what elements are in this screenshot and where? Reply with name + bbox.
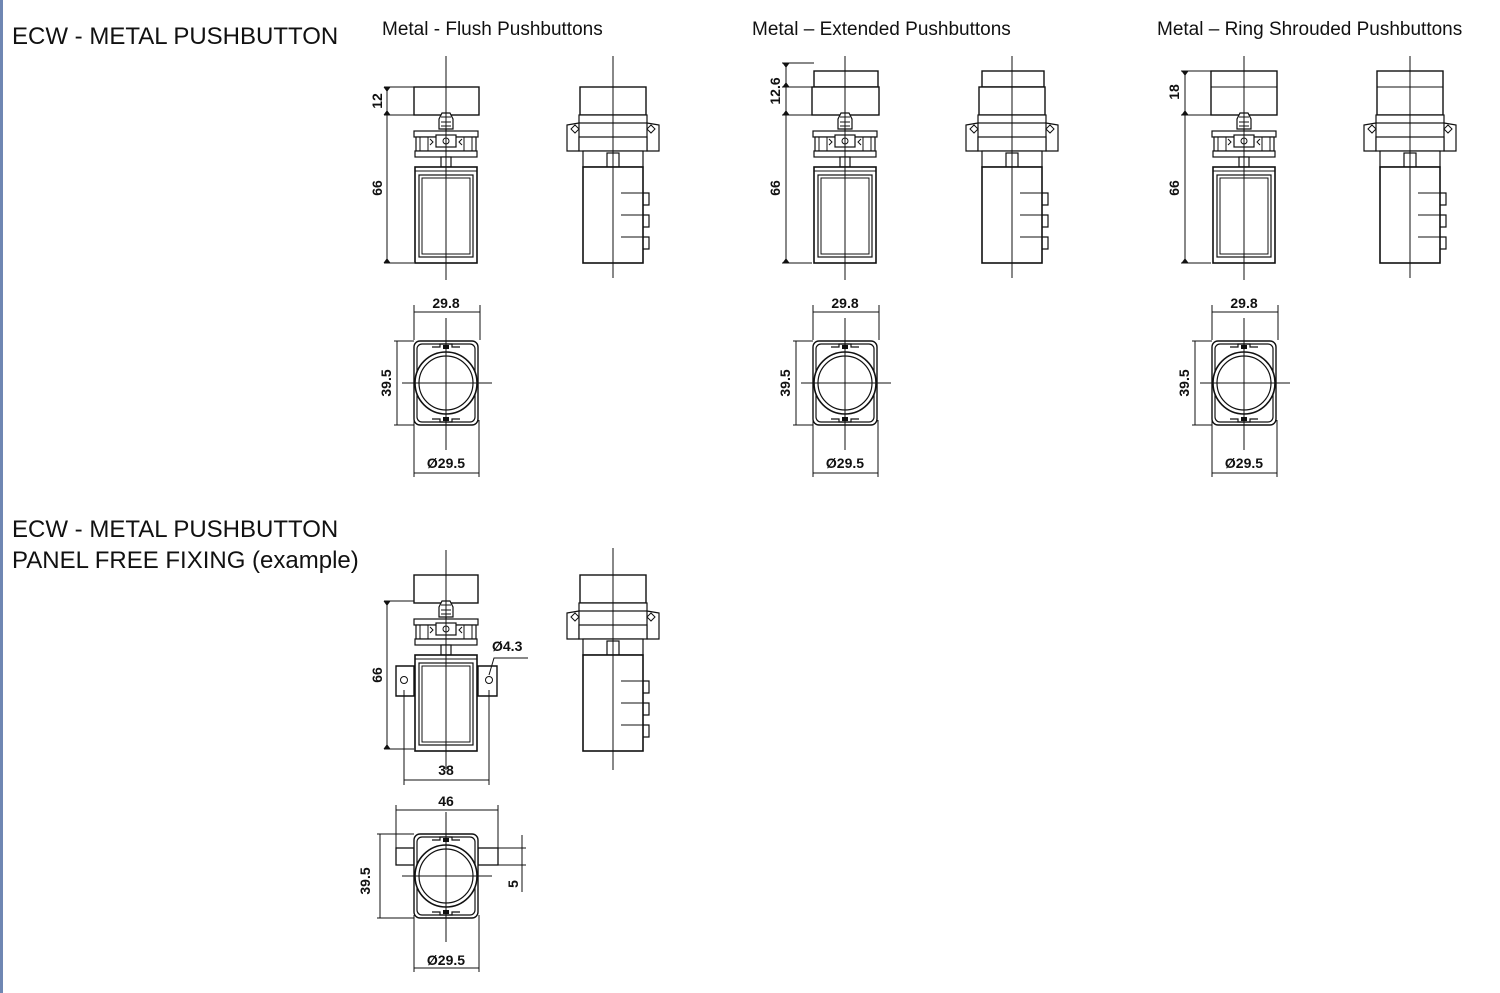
ring-shrouded-body-height-label: 66 bbox=[1166, 180, 1182, 196]
section-title-line-1: ECW - METAL PUSHBUTTON bbox=[12, 516, 339, 543]
ring-shrouded-front-view bbox=[1210, 56, 1278, 280]
panel-hole-diameter-label: Ø4.3 bbox=[492, 638, 523, 654]
flush-height-label: 39.5 bbox=[378, 369, 394, 396]
ring-shrouded-top-height-label: 18 bbox=[1166, 84, 1182, 100]
extended-front-view bbox=[811, 56, 880, 280]
panel-overall-width-label: 46 bbox=[438, 793, 454, 809]
extended-width-label: 29.8 bbox=[831, 295, 858, 311]
section-title-metal-pushbutton: ECW - METAL PUSHBUTTON bbox=[12, 23, 339, 50]
flush-diameter-label: Ø29.5 bbox=[427, 455, 465, 471]
ring-shrouded-top-view bbox=[1192, 305, 1290, 477]
flush-front-view bbox=[413, 56, 480, 280]
ring-shrouded-height-label: 39.5 bbox=[1176, 369, 1192, 396]
flush-top-view bbox=[394, 305, 492, 477]
ring-shrouded-width-label: 29.8 bbox=[1230, 295, 1257, 311]
panel-tab-label: 5 bbox=[505, 880, 521, 888]
panel-height-label: 39.5 bbox=[357, 867, 373, 894]
ring-shrouded-diameter-label: Ø29.5 bbox=[1225, 455, 1263, 471]
panel-body-height-label: 66 bbox=[369, 667, 385, 683]
panel-diameter-label: Ø29.5 bbox=[427, 952, 465, 968]
flush-body-height-label: 66 bbox=[369, 180, 385, 196]
left-margin-rule bbox=[0, 0, 3, 993]
panel-bracket-width-label: 38 bbox=[438, 762, 454, 778]
flush-dimension-lines bbox=[383, 86, 414, 264]
extended-body-height-label: 66 bbox=[767, 180, 783, 196]
extended-diameter-label: Ø29.5 bbox=[826, 455, 864, 471]
panel-dimension-lines bbox=[383, 600, 528, 785]
ring-shrouded-dimension-lines bbox=[1181, 70, 1211, 264]
extended-top-height-label: 12.6 bbox=[767, 77, 783, 104]
column-title-ring-shrouded: Metal – Ring Shrouded Pushbuttons bbox=[1157, 19, 1463, 40]
flush-width-label: 29.8 bbox=[432, 295, 459, 311]
ring-shrouded-side-view bbox=[1363, 56, 1457, 278]
extended-side-view bbox=[965, 56, 1059, 278]
flush-top-height-label: 12 bbox=[369, 93, 385, 109]
extended-height-label: 39.5 bbox=[777, 369, 793, 396]
extended-dimension-lines bbox=[782, 62, 814, 264]
column-title-extended: Metal – Extended Pushbuttons bbox=[752, 19, 1011, 40]
flush-side-view bbox=[566, 56, 660, 278]
panel-top-view bbox=[377, 805, 526, 972]
panel-side-view bbox=[566, 548, 660, 770]
section-title-line-2: PANEL FREE FIXING (example) bbox=[12, 547, 359, 574]
panel-front-view bbox=[395, 550, 498, 770]
column-title-flush: Metal - Flush Pushbuttons bbox=[382, 19, 603, 40]
section-title-panel-free-fixing: ECW - METAL PUSHBUTTON PANEL FREE FIXING… bbox=[12, 514, 359, 576]
extended-top-view bbox=[793, 305, 891, 477]
